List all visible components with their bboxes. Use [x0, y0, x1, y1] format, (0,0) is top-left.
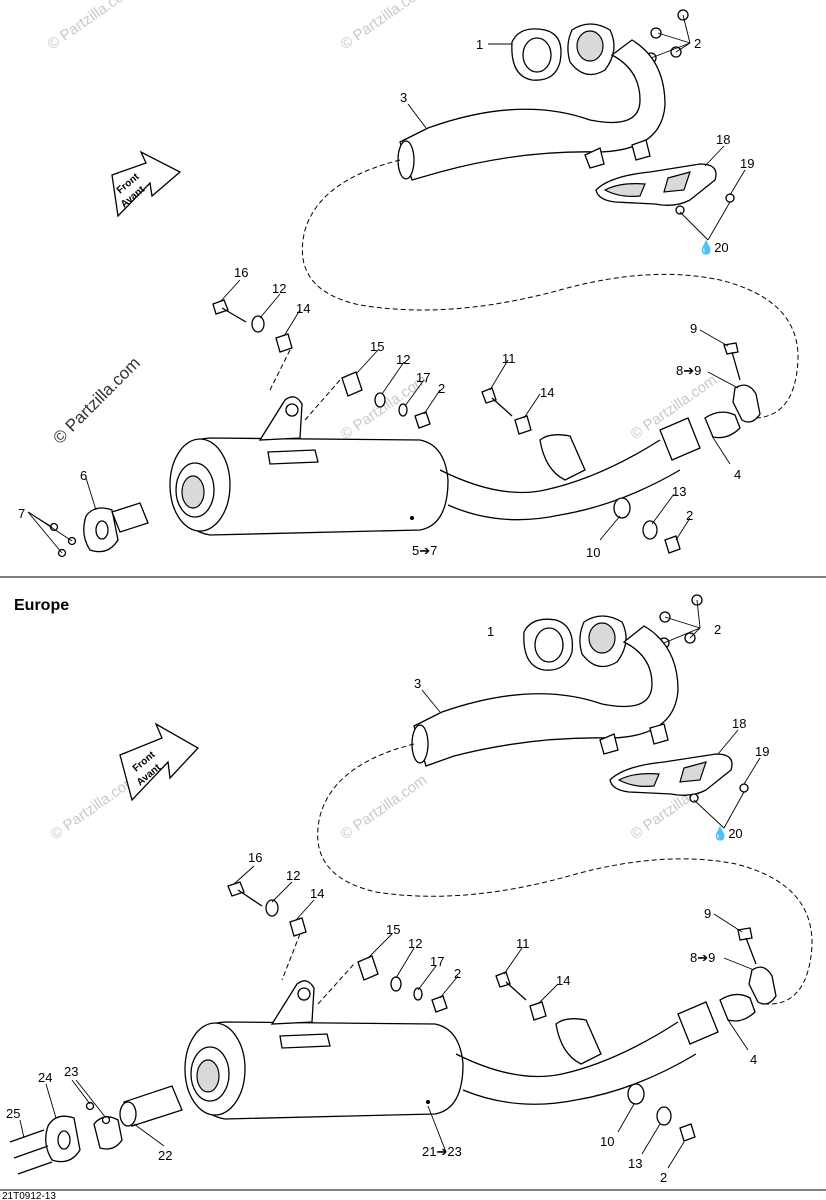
europe-tailpipe-assembly: [9, 1085, 183, 1175]
callout-17: 17: [430, 954, 444, 969]
muffler-bracket-hardware-right: [481, 387, 532, 435]
pipe-routing-outline: [301, 159, 799, 419]
callout-15: 15: [370, 339, 384, 354]
callout-3: 3: [414, 676, 421, 691]
header-pipe: [411, 625, 679, 767]
callout-12: 12: [286, 868, 300, 883]
pipe-coupling: [659, 342, 761, 461]
heat-shield: [609, 753, 749, 803]
watermark: © Partzilla.com: [338, 771, 431, 843]
callout-2: 2: [714, 622, 721, 637]
callout-15: 15: [386, 922, 400, 937]
callout-2: 2: [660, 1170, 667, 1185]
muffler: [169, 396, 449, 536]
pipe-coupling: [677, 927, 777, 1045]
callout-leaders: [27, 14, 746, 554]
front-direction-arrow: Front Avant: [111, 150, 182, 218]
muffler-outlet-pipe: [455, 1021, 697, 1105]
muffler-bracket-hardware-lower: [613, 497, 681, 554]
callout-19: 19: [755, 744, 769, 759]
watermark-side: © Partzilla.com: [49, 353, 143, 447]
muffler-bracket-hardware-lower: [627, 1083, 696, 1142]
muffler-bracket-hardware-right: [495, 971, 547, 1021]
callout-10: 10: [600, 1134, 614, 1149]
muffler-bracket-hardware-upper: [212, 299, 293, 391]
callout-1: 1: [476, 37, 483, 52]
callout-3: 3: [400, 90, 407, 105]
heat-shield: [595, 163, 735, 215]
callout-20: 💧20: [712, 826, 743, 841]
callout-17: 17: [416, 370, 430, 385]
section-label-europe: Europe: [14, 597, 69, 614]
callout-16: 16: [234, 265, 248, 280]
callout-4: 4: [750, 1052, 757, 1067]
muffler-outlet-pipe: [439, 439, 681, 521]
muffler-bracket-hardware-middle: [317, 955, 448, 1013]
muffler-bracket-hardware-middle: [304, 371, 431, 429]
callout-18: 18: [732, 716, 746, 731]
callout-10: 10: [586, 545, 600, 560]
callout-4: 4: [734, 467, 741, 482]
watermark: © Partzilla.com: [45, 0, 138, 53]
callout-2: 2: [694, 36, 701, 51]
callout-12: 12: [396, 352, 410, 367]
spark-arrester-tailpipe: [49, 502, 149, 558]
callout-9: 9: [704, 906, 711, 921]
front-direction-arrow: Front Avant: [119, 722, 200, 802]
callout-14: 14: [556, 973, 570, 988]
callout-9: 9: [690, 321, 697, 336]
callout-11: 11: [502, 351, 516, 366]
callout-14: 14: [540, 385, 554, 400]
pipe-bracket: [555, 1018, 602, 1065]
muffler-bracket-hardware-upper: [227, 881, 307, 981]
pipe-bracket: [539, 434, 586, 481]
callout-leaders: [19, 599, 761, 1169]
callout-8-9: 8➔9: [690, 950, 715, 965]
callout-12: 12: [272, 281, 286, 296]
flange-nuts: [645, 9, 689, 64]
callout-labels: 1 2 3 18 19 💧20 16 12 14 15 12 17 2 11 1…: [18, 36, 754, 560]
watermark: © Partzilla.com: [338, 0, 431, 53]
callout-2: 2: [438, 381, 445, 396]
callout-12: 12: [408, 936, 422, 951]
pipe-routing-outline: [317, 743, 813, 1005]
top-assembly: © Partzilla.com © Partzilla.com © Partzi…: [18, 0, 799, 560]
header-pipe: [397, 39, 666, 181]
callout-14: 14: [310, 886, 324, 901]
callout-13: 13: [628, 1156, 642, 1171]
callout-19: 19: [740, 156, 754, 171]
callout-labels: 1 2 3 18 19 💧20 16 12 14 15 12 17 2 11 1…: [6, 622, 769, 1185]
callout-25: 25: [6, 1106, 20, 1121]
exhaust-flange-gaskets: [511, 23, 615, 81]
watermark: © Partzilla.com: [48, 771, 141, 843]
callout-5-7: 5➔7: [412, 543, 437, 558]
exhaust-flange-gaskets: [523, 615, 627, 671]
callout-8-9: 8➔9: [676, 363, 701, 378]
muffler: [184, 980, 464, 1120]
callout-14: 14: [296, 301, 310, 316]
bottom-assembly: © Partzilla.com © Partzilla.com © Partzi…: [6, 594, 813, 1185]
callout-1: 1: [487, 624, 494, 639]
callout-16: 16: [248, 850, 262, 865]
diagram-code: 21T0912-13: [2, 1191, 56, 1200]
callout-18: 18: [716, 132, 730, 147]
callout-6: 6: [80, 468, 87, 483]
callout-21-23: 21➔23: [422, 1144, 462, 1159]
callout-11: 11: [516, 936, 530, 951]
callout-23: 23: [64, 1064, 78, 1079]
callout-24: 24: [38, 1070, 52, 1085]
callout-22: 22: [158, 1148, 172, 1163]
callout-13: 13: [672, 484, 686, 499]
callout-2: 2: [686, 508, 693, 523]
callout-2: 2: [454, 966, 461, 981]
callout-7: 7: [18, 506, 25, 521]
callout-20: 💧20: [698, 240, 729, 255]
